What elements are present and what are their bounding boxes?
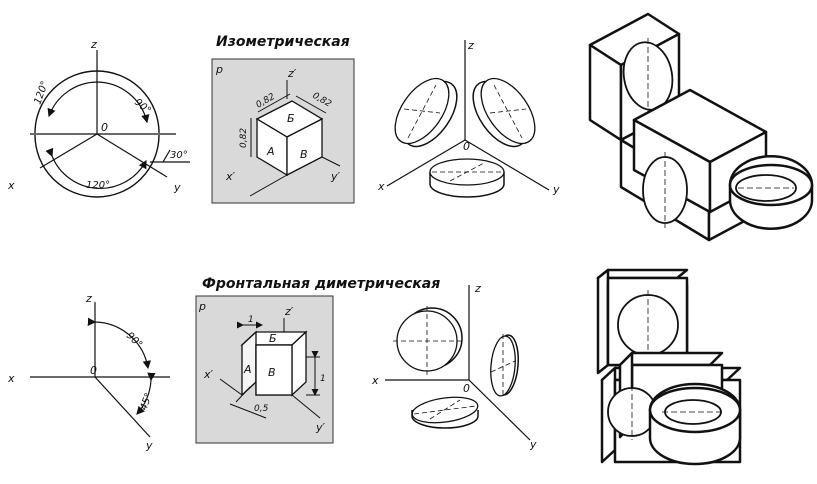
iso-circles-x-label: x (377, 180, 385, 193)
iso-circles-y-label: y (552, 183, 560, 196)
dim-cube-x-label: x′ (203, 368, 214, 381)
dim-circles-origin-label: 0 (463, 382, 470, 395)
dim-title: Фронтальная диметрическая (202, 276, 440, 292)
iso-ellipse-bottom (429, 158, 505, 198)
dim-cube-panel (195, 295, 334, 444)
dim-circle-front (393, 306, 463, 375)
dim-cube-z-label: z′ (284, 305, 294, 318)
iso-cube-face-a: А (266, 145, 275, 158)
iso-cube-face-v: В (300, 148, 308, 161)
iso-circles-diagram (386, 40, 550, 198)
iso-ellipse-right (472, 77, 536, 148)
iso-axis-z-label: z (90, 38, 97, 51)
iso-angle-120-top: 120° (32, 80, 51, 106)
iso-title: Изометрическая (216, 34, 350, 50)
dim-axis-z-label: z (85, 292, 92, 305)
iso-cube-z-label: z′ (287, 67, 297, 80)
dim-cube-depth-label: 0,5 (254, 404, 269, 414)
dim-cube-y-label: y′ (315, 421, 326, 434)
dim-circles-z-label: z (474, 282, 481, 295)
iso-angle-120-bottom: 120° (86, 180, 110, 191)
dim-circles-x-label: x (371, 374, 379, 387)
dim-origin-label: 0 (90, 364, 97, 377)
dim-angle-45: 45° (138, 392, 154, 412)
dim-axis-y-label: y (145, 439, 153, 452)
iso-circles-origin-label: 0 (463, 140, 470, 153)
iso-cube-x-label: x′ (225, 170, 236, 183)
iso-part-drawing (588, 12, 814, 242)
iso-angle-30: 30° (170, 150, 188, 161)
dim-part-drawing (596, 268, 742, 466)
iso-cube-panel (211, 58, 355, 204)
dim-cube-face-b: Б (269, 332, 277, 345)
iso-origin-label: 0 (101, 121, 108, 134)
iso-cube-y-label: y′ (330, 170, 341, 183)
iso-panel-p-label: p (215, 63, 223, 76)
dim-axis-x-label: x (7, 372, 15, 385)
dim-circles-diagram (385, 285, 531, 441)
dim-cube-width-label: 1 (248, 315, 254, 325)
iso-axes-diagram (30, 50, 190, 198)
dim-axes-diagram (30, 302, 170, 438)
dim-ellipse-side (490, 334, 519, 398)
dim-cube-height-label: 1 (320, 374, 326, 384)
iso-axis-y-label: y (173, 181, 181, 194)
iso-cube-dim-height: 0,82 (239, 128, 249, 148)
dim-circles-y-label: y (529, 438, 537, 451)
iso-ellipse-left (394, 77, 458, 148)
iso-cube-face-b: Б (287, 112, 295, 125)
iso-axis-x-label: x (7, 179, 15, 192)
dim-ellipse-bottom (411, 396, 479, 429)
dim-panel-p-label: p (198, 300, 206, 313)
dim-cube-face-a: А (243, 363, 252, 376)
iso-circles-z-label: z (467, 39, 474, 52)
dim-cube-face-v: В (268, 366, 276, 379)
